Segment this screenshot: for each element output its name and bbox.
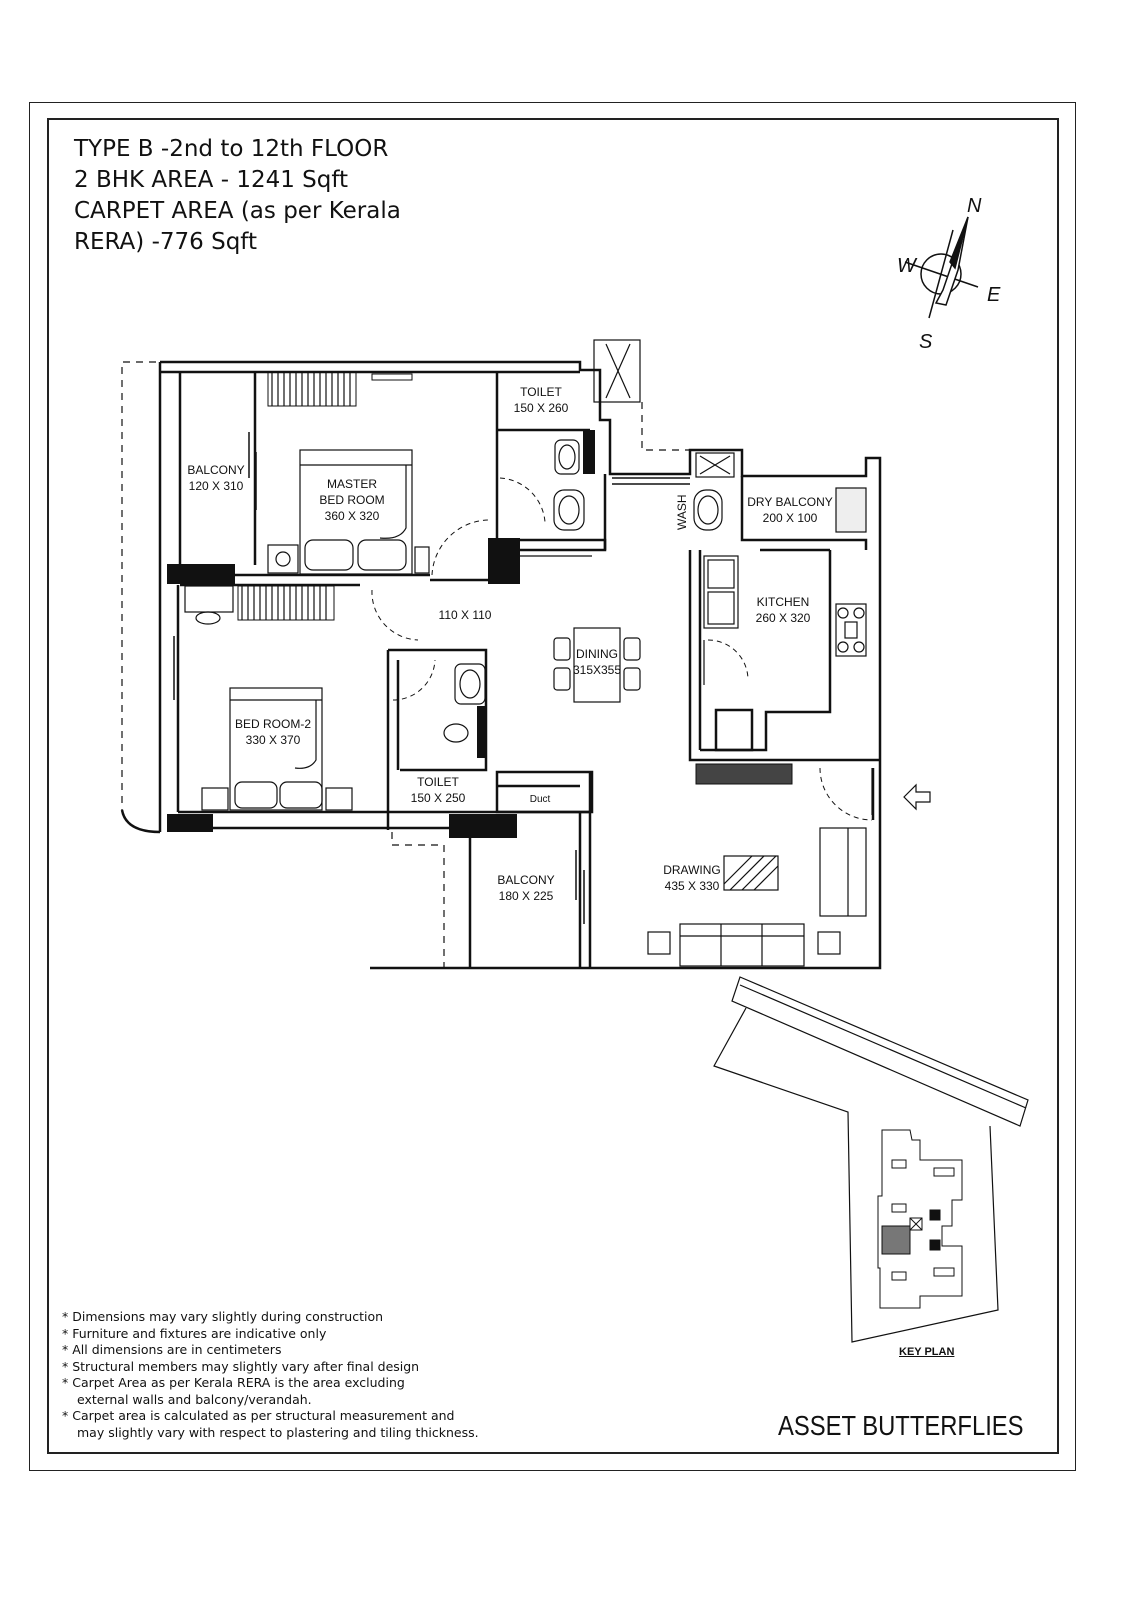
outer-frame <box>29 102 1076 1471</box>
label-wash: WASH <box>675 494 689 530</box>
plan-header: TYPE B -2nd to 12th FLOOR 2 BHK AREA - 1… <box>74 134 401 258</box>
key-plan-map <box>877 1129 963 1309</box>
label-toilet-bottom: TOILET <box>417 775 459 789</box>
size-toilet-top: 150 X 260 <box>514 401 569 415</box>
compass-north: N <box>967 195 982 217</box>
label-toilet-top: TOILET <box>520 385 562 399</box>
inner-frame <box>47 118 1059 1454</box>
key-plan-label: KEY PLAN <box>899 1346 955 1358</box>
notes-list: * Dimensions may vary slightly during co… <box>62 1309 479 1441</box>
note-item: * Carpet area is calculated as per struc… <box>62 1408 455 1423</box>
note-item: * Carpet Area as per Kerala RERA is the … <box>62 1375 405 1390</box>
master-bed-icon <box>267 449 430 575</box>
walls <box>120 360 882 970</box>
dashed-boundaries <box>121 361 690 968</box>
label-master-1: MASTER <box>327 477 377 491</box>
size-dining: 315X355 <box>573 663 621 677</box>
brand-name: ASSET BUTTERFLIES <box>778 1410 1024 1441</box>
toilet-fixtures <box>443 339 867 743</box>
compass-west: W <box>897 255 918 277</box>
header-carpet-area: CARPET AREA (as per Kerala <box>74 198 401 224</box>
label-dining: DINING <box>576 647 618 661</box>
note-item: may slightly vary with respect to plaste… <box>77 1424 479 1440</box>
kitchen-fixtures <box>703 555 867 657</box>
label-bed-room-2: BED ROOM-2 <box>235 717 311 731</box>
label-balcony-left: BALCONY <box>187 463 244 477</box>
doors <box>371 477 873 821</box>
entrance-arrow-icon <box>903 783 931 811</box>
label-balcony-bottom: BALCONY <box>497 873 554 887</box>
size-kitchen: 260 X 320 <box>756 611 811 625</box>
label-drawing: DRAWING <box>663 863 721 877</box>
header-bhk-area: 2 BHK AREA - 1241 Sqft <box>74 167 349 193</box>
label-kitchen: KITCHEN <box>757 595 810 609</box>
note-item: * Structural members may slightly vary a… <box>62 1358 420 1374</box>
compass-east: E <box>987 284 1001 306</box>
compass-icon <box>904 216 979 319</box>
dining-table-icon <box>553 627 641 703</box>
label-master-2: BED ROOM <box>319 493 384 507</box>
bed-room-2-bed-icon <box>184 585 353 811</box>
size-toilet-bottom: 150 X 250 <box>411 791 466 805</box>
label-dry-balcony: DRY BALCONY <box>747 495 833 509</box>
note-item: external walls and balcony/verandah. <box>77 1391 312 1407</box>
header-type: TYPE B -2nd to 12th FLOOR <box>74 136 389 162</box>
size-drawing: 435 X 330 <box>665 879 720 893</box>
sliding-doors <box>173 432 690 924</box>
compass-south: S <box>919 331 933 353</box>
drawing-room-furniture <box>520 555 867 967</box>
note-item: * All dimensions are in centimeters <box>62 1342 282 1357</box>
note-item: * Furniture and fixtures are indicative … <box>62 1325 327 1341</box>
columns <box>167 430 595 838</box>
window-hatches <box>237 371 793 785</box>
size-balcony-bottom: 180 X 225 <box>499 889 554 903</box>
label-duct: Duct <box>530 794 551 805</box>
size-master: 360 X 320 <box>325 509 380 523</box>
header-carpet-area-cont: RERA) -776 Sqft <box>74 229 258 255</box>
size-dry-balcony: 200 X 100 <box>763 511 818 525</box>
size-bed-room-2: 330 X 370 <box>246 733 301 747</box>
size-passage: 110 X 110 <box>439 608 492 622</box>
size-balcony-left: 120 X 310 <box>189 479 244 493</box>
site-boundary <box>713 976 1029 1343</box>
note-item: * Dimensions may vary slightly during co… <box>62 1309 384 1324</box>
